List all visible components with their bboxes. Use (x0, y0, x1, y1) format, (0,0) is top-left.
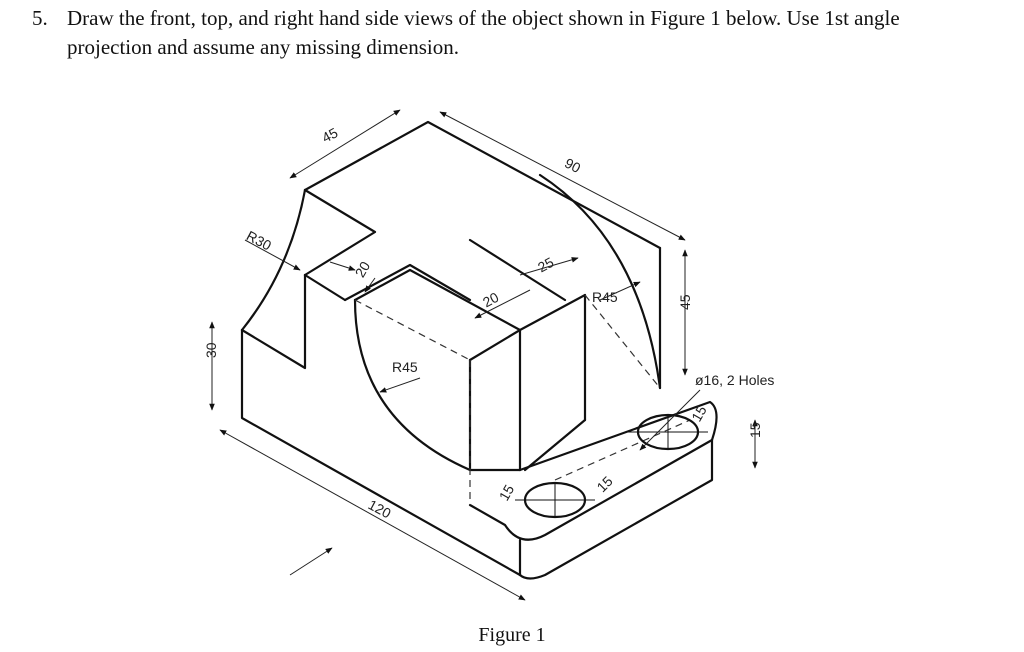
object-outline (240, 120, 718, 580)
step-top (303, 263, 472, 302)
left-body (240, 273, 307, 370)
dim-height-total: 45 (677, 294, 693, 310)
dim-hole-offset-2: 15 (593, 473, 615, 495)
dim-base-thickness: 15 (747, 422, 763, 438)
dim-depth: 90 (562, 155, 583, 177)
r45-left-curve (353, 298, 522, 472)
hidden-lines (354, 294, 691, 505)
center-block (353, 268, 522, 362)
top-face (303, 120, 662, 250)
dim-length: 120 (366, 496, 394, 521)
question-number: 5. (32, 6, 48, 30)
dim-top-width: 45 (319, 124, 340, 146)
dim-hole-offset-1: 15 (496, 482, 518, 504)
dim-holes: ø16, 2 Holes (695, 372, 774, 388)
isometric-drawing: 45 90 R30 20 25 20 R45 45 30 R45 ø16, 2 … (203, 109, 774, 601)
inner-slot (468, 238, 567, 302)
dim-radius-right: R45 (592, 289, 618, 305)
dimension-lines (209, 109, 758, 601)
r30-curve (240, 188, 307, 332)
dim-hole-offset-3: 15 (688, 403, 710, 425)
question-text: Draw the front, top, and right hand side… (67, 6, 900, 59)
holes (515, 413, 708, 519)
dim-step-depth: 20 (352, 258, 374, 280)
dim-height-left: 30 (203, 342, 219, 358)
figure-caption: Figure 1 (478, 624, 546, 646)
r45-right-curve (538, 173, 662, 390)
dim-radius-left: R45 (392, 359, 418, 375)
dim-radius-top: R30 (244, 227, 274, 253)
dimension-labels: 45 90 R30 20 25 20 R45 45 30 R45 ø16, 2 … (203, 124, 774, 521)
top-front-edge (303, 188, 377, 277)
dim-slot-width: 25 (535, 254, 556, 276)
dim-block-depth: 20 (480, 289, 501, 311)
